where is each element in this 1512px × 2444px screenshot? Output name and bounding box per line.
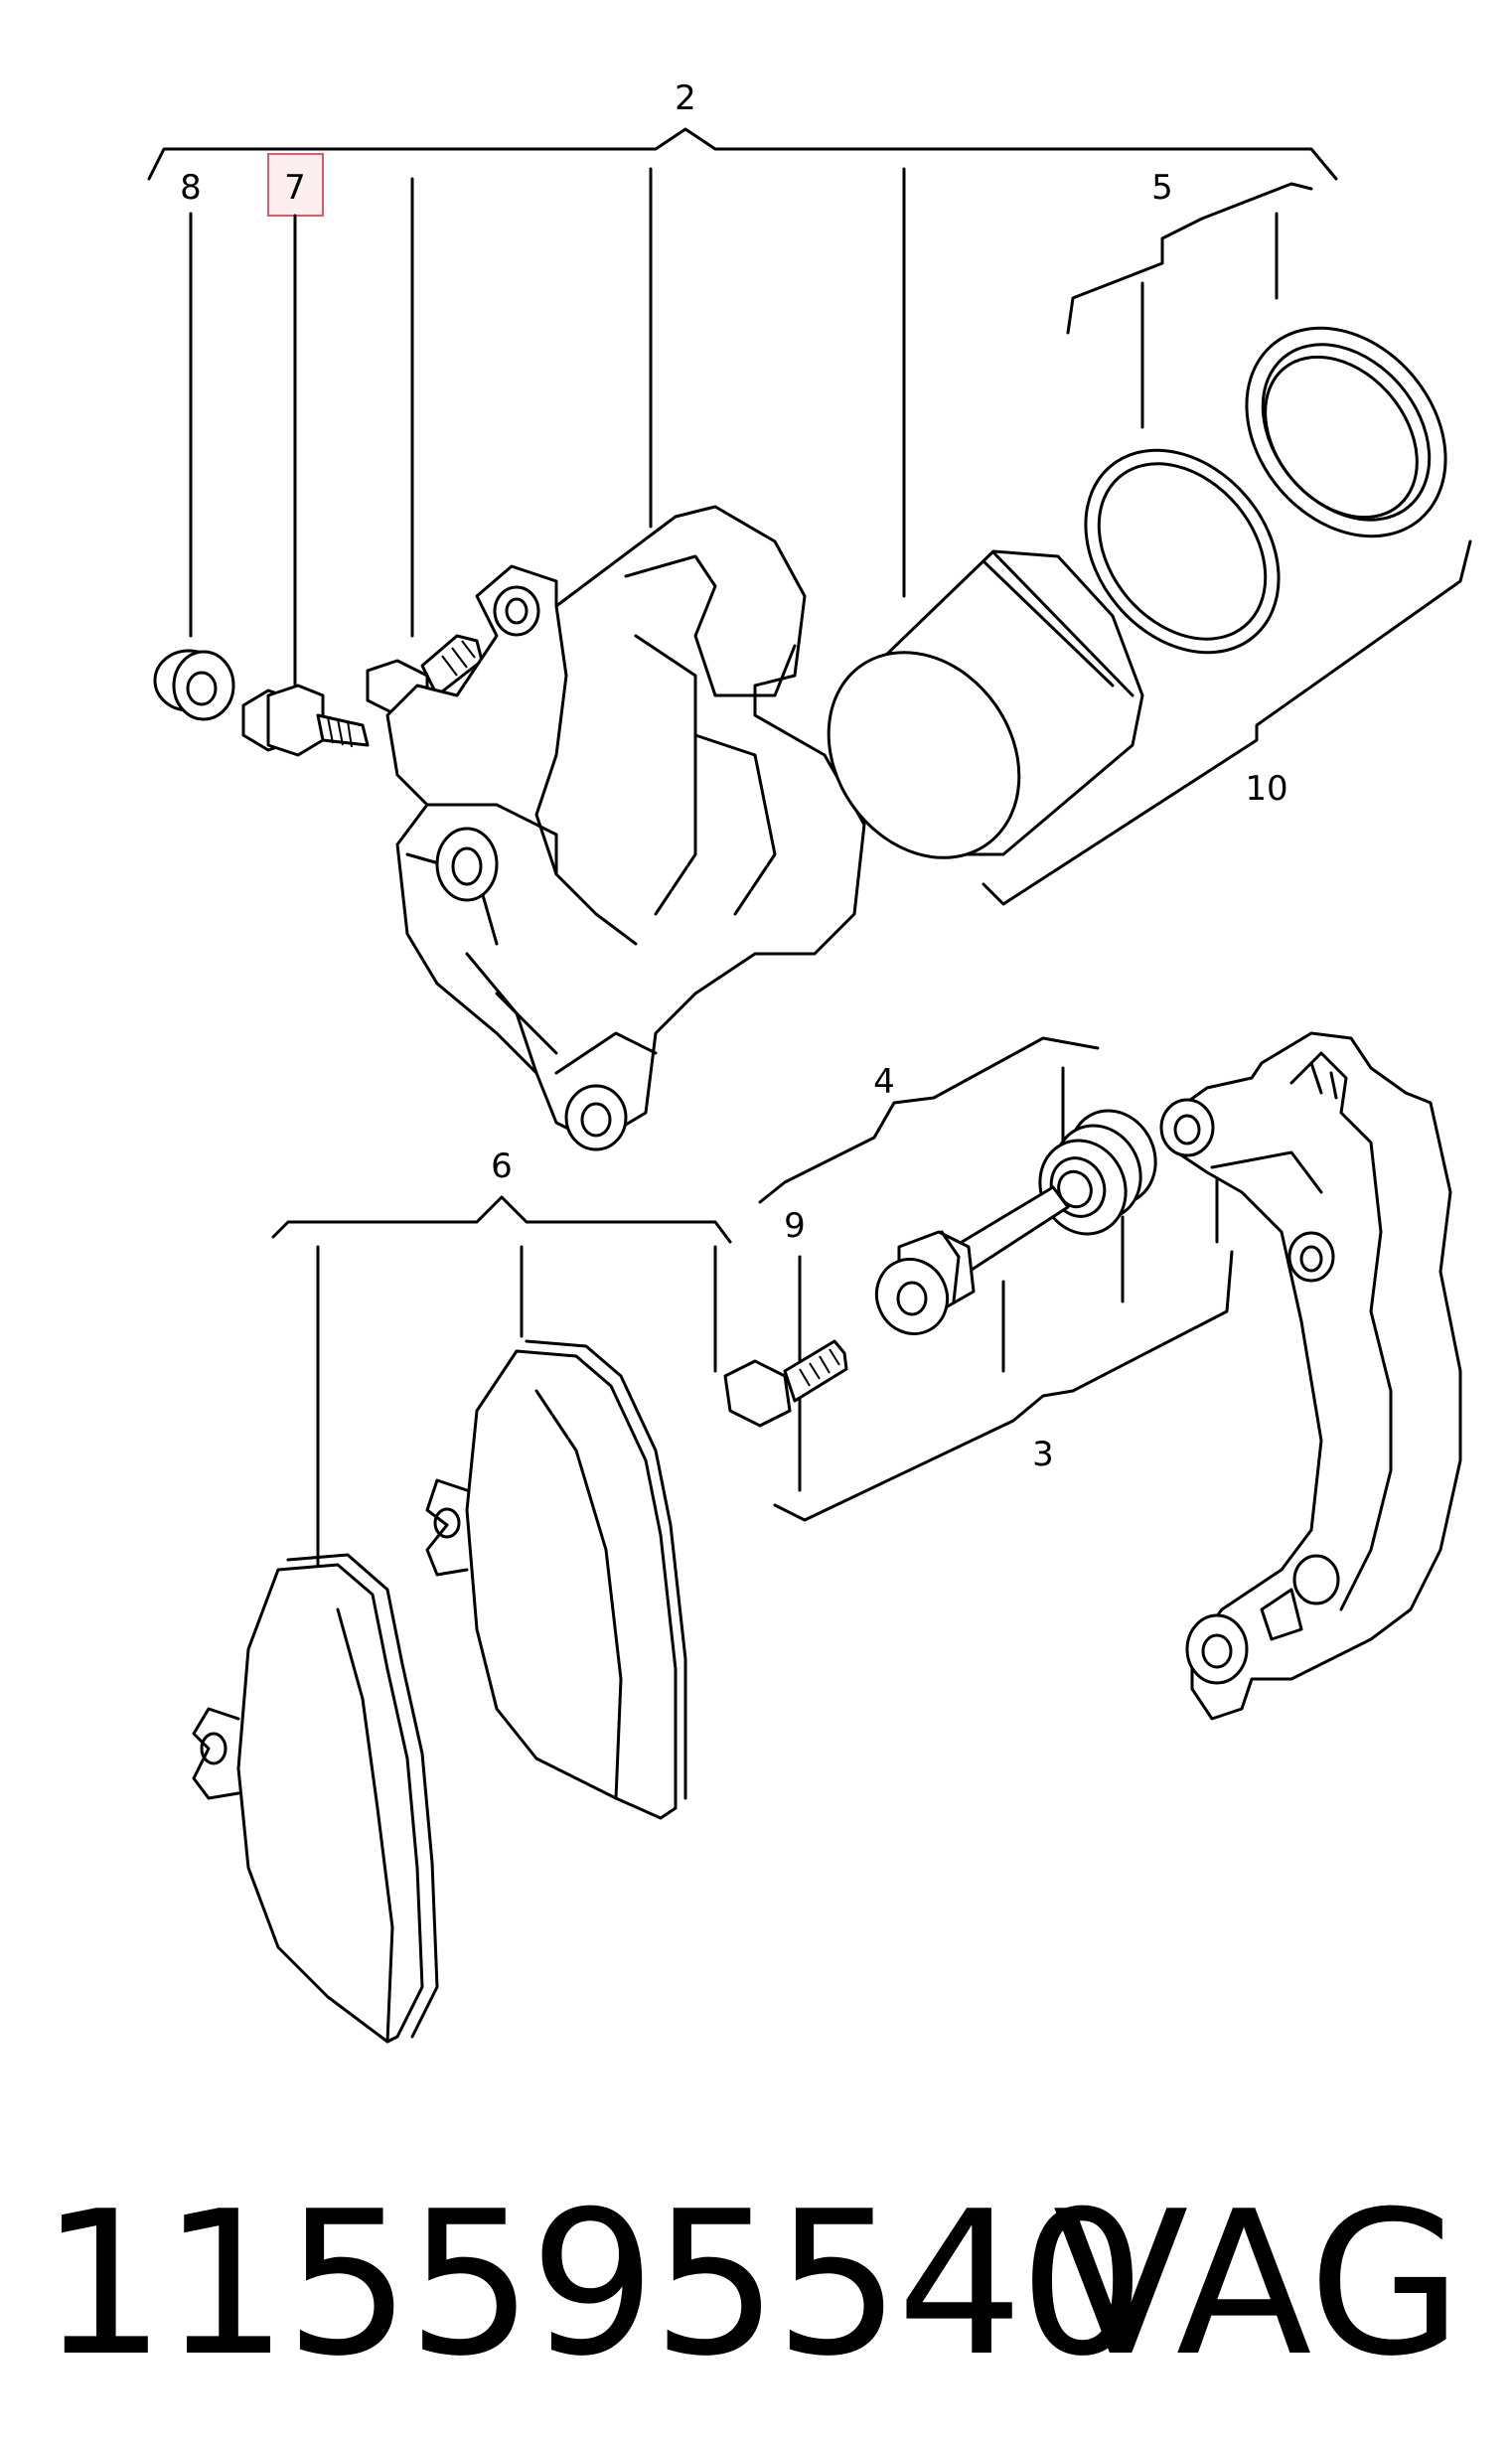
- bleeder-screw-part: [241, 684, 370, 757]
- bracket-group-3: 3: [773, 1250, 1234, 1522]
- part-number: 115595540: [40, 2169, 1145, 2400]
- brake-caliper-exploded-diagram: 2 8 7: [147, 78, 1472, 2044]
- piston-part: [827, 549, 1144, 859]
- callout-3[interactable]: 3: [1032, 1435, 1054, 1474]
- callout-2[interactable]: 2: [675, 78, 696, 118]
- brake-pad-outer-part: [192, 1553, 439, 2044]
- callout-8[interactable]: 8: [180, 168, 202, 208]
- bracket-group-4: 4: [758, 1036, 1100, 1204]
- callout-7[interactable]: 7: [284, 168, 306, 208]
- callout-4[interactable]: 4: [873, 1062, 895, 1102]
- footer: 115595540 VAG: [0, 2136, 1512, 2434]
- piston-seal-kit-group: 5: [1066, 168, 1447, 655]
- bracket-group-2: 2: [147, 78, 1338, 181]
- guide-pin-part: [874, 1185, 1070, 1335]
- callout-10[interactable]: 10: [1245, 769, 1287, 809]
- dust-cap-part: [153, 649, 235, 721]
- leader-8: 8: [180, 168, 202, 638]
- leader-9: 9: [784, 1206, 806, 1492]
- caliper-housing-part: [385, 505, 866, 1151]
- callout-9[interactable]: 9: [784, 1206, 806, 1246]
- guide-boot-part: [1038, 1109, 1157, 1236]
- leader-7: 7: [267, 153, 324, 687]
- bracket-group-6: 6: [271, 1146, 732, 1567]
- carrier-bolt-part: [723, 1339, 848, 1428]
- callout-6[interactable]: 6: [491, 1146, 513, 1186]
- bracket-group-10: 10: [982, 539, 1472, 906]
- brand-name: VAG: [1052, 2169, 1462, 2400]
- caliper-carrier-part: [1159, 1031, 1462, 1721]
- callout-5[interactable]: 5: [1151, 168, 1173, 208]
- brake-pad-inner-part: [425, 1339, 687, 1820]
